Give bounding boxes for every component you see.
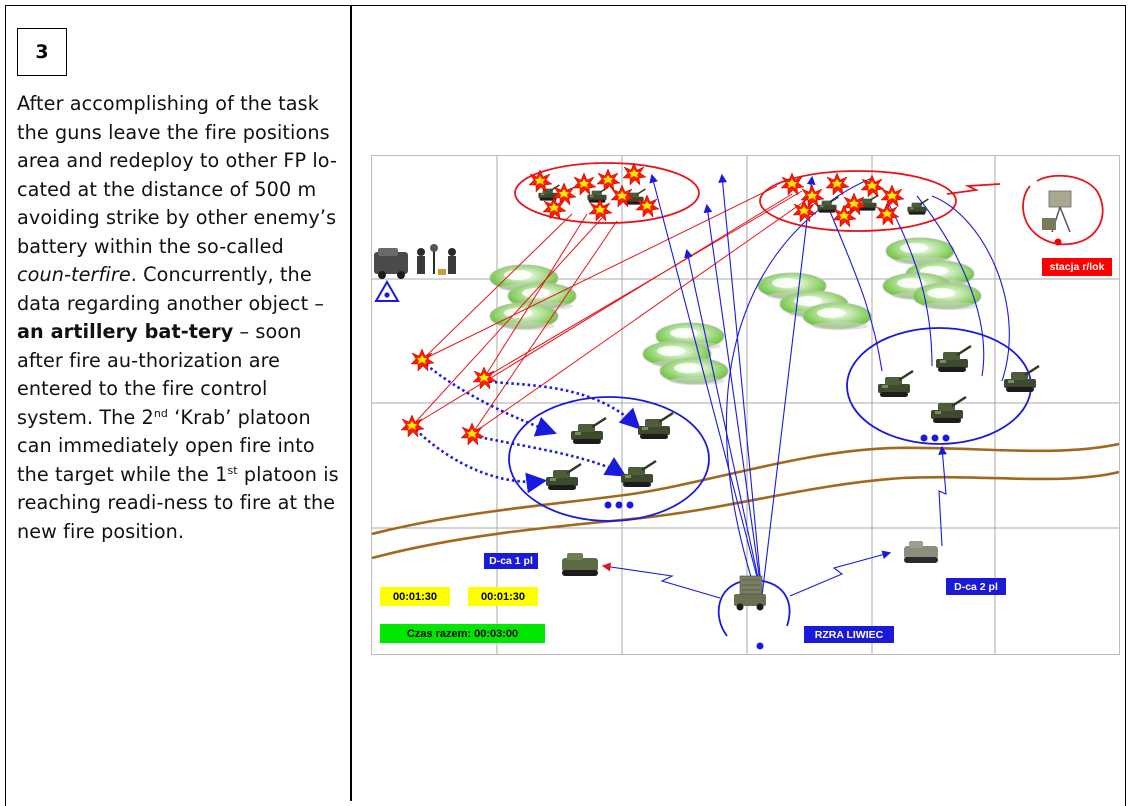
friendly-fire-lines (649, 173, 1010, 597)
text-part-4: ‘Krab’ platoon can immediately open fire… (17, 405, 315, 486)
timer-platoon-2: 00:01:30 (468, 587, 538, 606)
description-text: After accomplishing of the task the guns… (17, 90, 342, 546)
diagram-canvas (372, 156, 1119, 654)
text-part-1: After accomplishing of the task the guns… (17, 92, 337, 258)
command-vehicle-icon (562, 541, 938, 576)
radio-station-label: stacja r/lok (1042, 258, 1112, 276)
tactical-diagram: stacja r/lok D-ca 1 pl D-ca 2 pl RZRA LI… (371, 155, 1120, 655)
timer-platoon-1: 00:01:30 (380, 587, 450, 606)
column-divider (350, 5, 352, 801)
total-time: Czas razem: 00:03:00 (380, 624, 545, 643)
enemy-fire-lines (411, 185, 813, 435)
movement-arrows (601, 445, 947, 599)
text-part-2: . Concurrently, the data regarding anoth… (17, 263, 325, 315)
text-sup-st: st (227, 463, 238, 477)
text-part-3: – soon after fire au-thorization are ent… (17, 320, 302, 429)
redeploy-arrows (411, 360, 641, 494)
radar-vehicle-icon (734, 575, 766, 611)
text-sup-nd: nd (153, 406, 169, 420)
text-italic-counterfire: coun-terfire (17, 263, 131, 286)
self-propelled-gun-icon (544, 344, 1041, 492)
enemy-target-areas (514, 162, 1104, 246)
radar-label: RZRA LIWIEC (804, 626, 894, 643)
observation-post-icon (374, 244, 456, 302)
platoon-dots (604, 434, 950, 650)
text-part-5: platoon is reaching readi-ness to fire a… (17, 462, 339, 543)
platoon-2-commander-label: D-ca 2 pl (946, 578, 1006, 595)
text-bold-artillery-battery: an artillery bat-tery (17, 320, 234, 343)
step-number: 3 (17, 28, 67, 76)
radio-station-icon (1042, 190, 1072, 246)
platoon-1-commander-label: D-ca 1 pl (484, 553, 538, 569)
river (372, 442, 1119, 560)
page-frame (5, 5, 1126, 806)
